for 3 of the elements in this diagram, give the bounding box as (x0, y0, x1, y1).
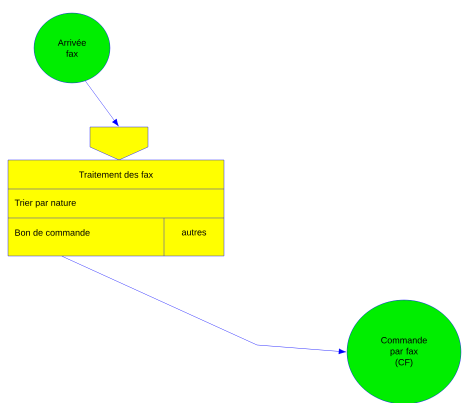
synchronization-shape (90, 126, 148, 160)
arrow (85, 80, 119, 126)
arrow (62, 256, 346, 354)
